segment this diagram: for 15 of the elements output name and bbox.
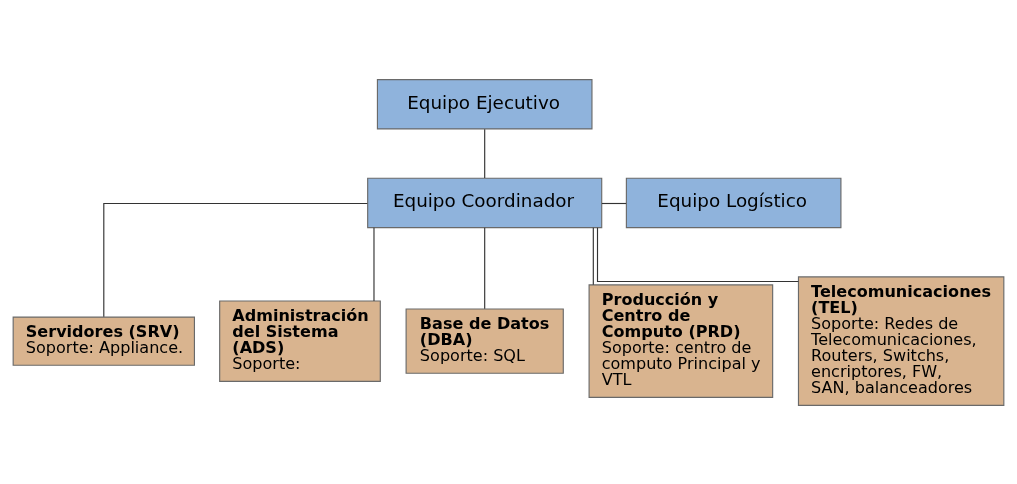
connector [103,202,368,317]
node-box: Administración del Sistema (ADS) Soporte: [219,299,381,382]
connector [484,226,486,309]
connector [373,226,375,302]
node-box: Base de Datos (DBA) Soporte: SQL [405,307,564,374]
node-box: Producción y Centro de Computo (PRD) Soporte: centro de computo Principal y VTL [588,283,774,398]
connector [592,226,594,285]
node-box: Equipo Ejecutivo [376,78,593,129]
connector [601,202,627,204]
node-box: Equipo Logístico [625,177,842,228]
node-box: Telecomunicaciones (TEL) Soporte: Redes de Telecomunicaciones, Routers, Switchs, encriptores, FW, SAN, balanceadores [797,275,1005,406]
node-box: Equipo Coordinador [367,177,603,228]
node-box: Servidores (SRV) Soporte: Appliance. [12,316,195,366]
connector [596,226,799,282]
connector [484,128,486,179]
